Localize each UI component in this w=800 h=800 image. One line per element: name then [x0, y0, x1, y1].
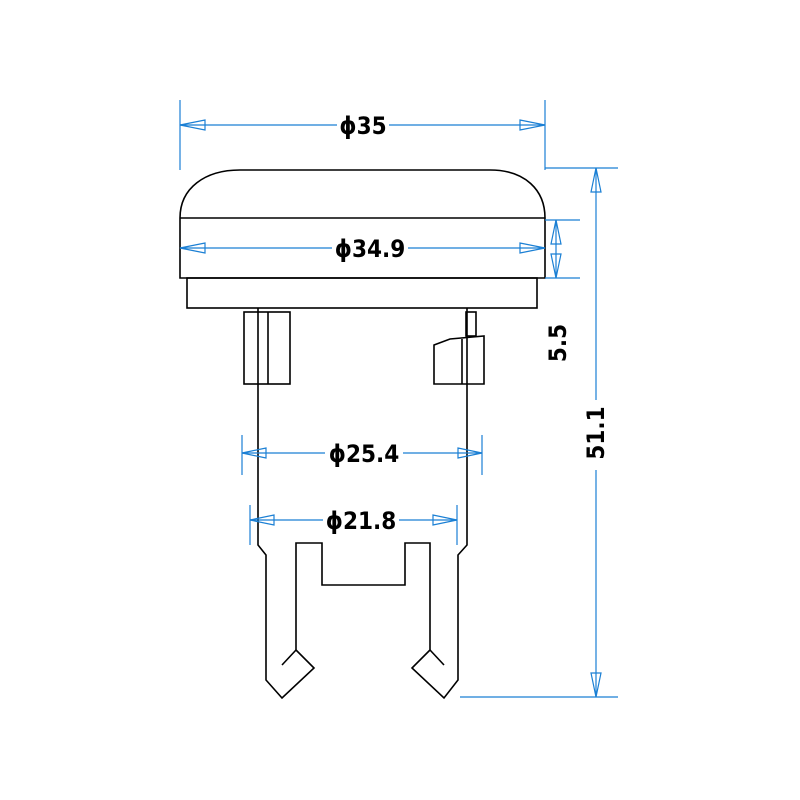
dim-511-arrow-bottom [590, 672, 602, 698]
cap-dome [179, 169, 546, 279]
dim-35-arrow-right [519, 119, 546, 131]
dimension-lines [179, 100, 618, 698]
part-outline [179, 169, 546, 700]
left-leg-inner [281, 649, 297, 666]
dim-55-arrow-bottom [550, 253, 562, 279]
dim-511-arrow-top [590, 167, 602, 193]
label-outer-diameter: ϕ25.4 [329, 440, 399, 468]
label-top-diameter: ϕ35 [339, 112, 386, 140]
label-cap-diameter: ϕ34.9 [335, 235, 405, 263]
right-leg-inner [429, 649, 445, 666]
dim-254-arrow-left [241, 447, 267, 459]
cap-flange [186, 277, 538, 309]
dim-254-arrow-right [457, 447, 483, 459]
label-inner-diameter: ϕ21.8 [326, 507, 396, 535]
label-total-height: 51.1 [582, 406, 610, 459]
label-cap-height: 5.5 [544, 324, 572, 362]
dim-349-arrow-left [179, 242, 206, 254]
dim-55-arrow-top [550, 219, 562, 245]
dim-349-arrow-right [519, 242, 546, 254]
right-clip [433, 335, 485, 385]
right-clip-tab [465, 311, 477, 337]
dim-35-arrow-left [179, 119, 206, 131]
label-backgrounds [323, 110, 612, 535]
dim-218-arrow-right [432, 514, 458, 526]
left-clip [243, 311, 291, 385]
left-stem [257, 308, 468, 700]
dim-218-arrow-left [249, 514, 275, 526]
